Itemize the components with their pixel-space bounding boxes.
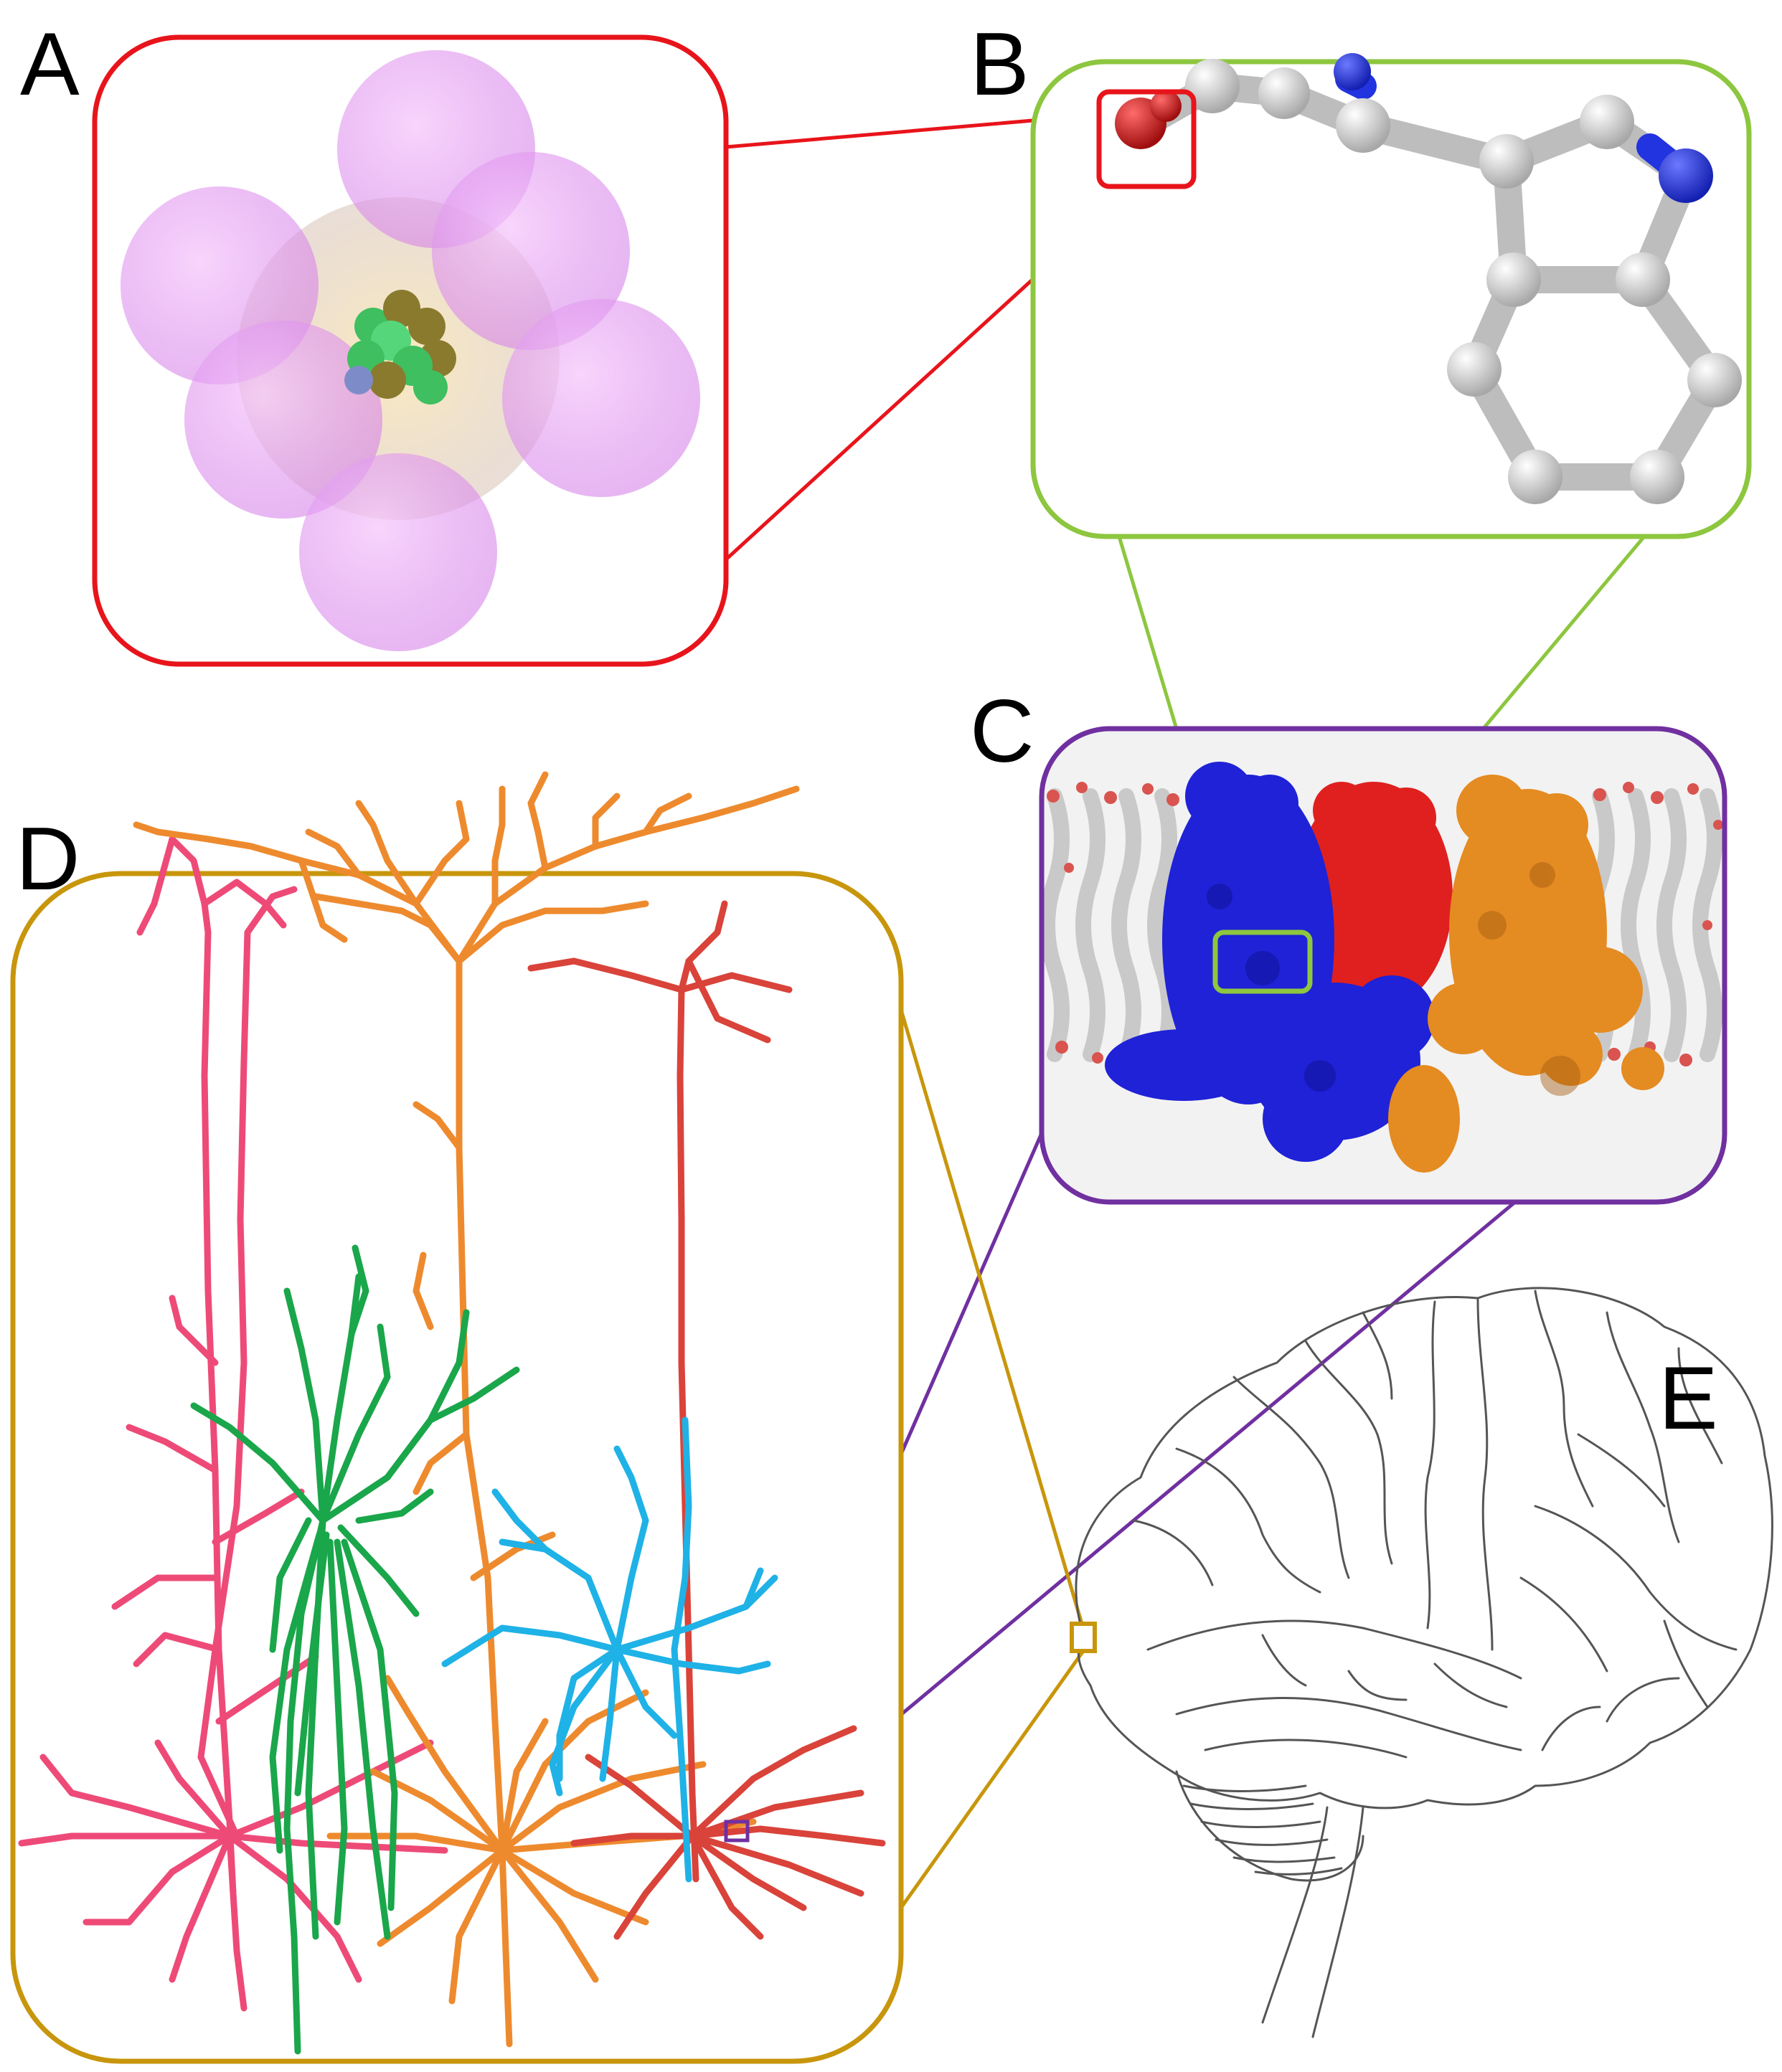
molecule-icon [1115,53,1742,504]
panel-a-label: A [20,15,80,114]
panel-e: E [1070,1287,1773,2038]
protein-orange [1388,775,1664,1173]
panel-b-frame [1030,59,1752,539]
zoom-box-d [724,1820,750,1842]
zoom-box-c [1212,929,1313,994]
neuron-cyan [441,1416,778,1883]
panel-d: D [10,771,904,2064]
center-cluster [344,290,456,405]
brain-icon [1075,1287,1773,2038]
membrane-protein-icon [1042,729,1725,1202]
panel-b: B [970,15,1752,539]
panel-c: C [970,682,1727,1205]
panel-b-label: B [970,15,1029,114]
protein-blue [1105,762,1435,1162]
panel-d-label: D [16,810,80,909]
panel-e-label: E [1659,1349,1718,1448]
atom-cluster-icon [121,50,700,651]
neuron-icon [18,771,886,2055]
connector-d-top [899,1009,1084,1624]
zoom-box-e [1070,1622,1097,1653]
zoom-box-b [1096,89,1197,189]
panel-c-label: C [970,682,1034,781]
panel-a: A [20,15,729,667]
panel-c-frame [1039,726,1727,1205]
connector-d-bottom [899,1650,1085,1909]
neuron-green [190,1244,520,2055]
